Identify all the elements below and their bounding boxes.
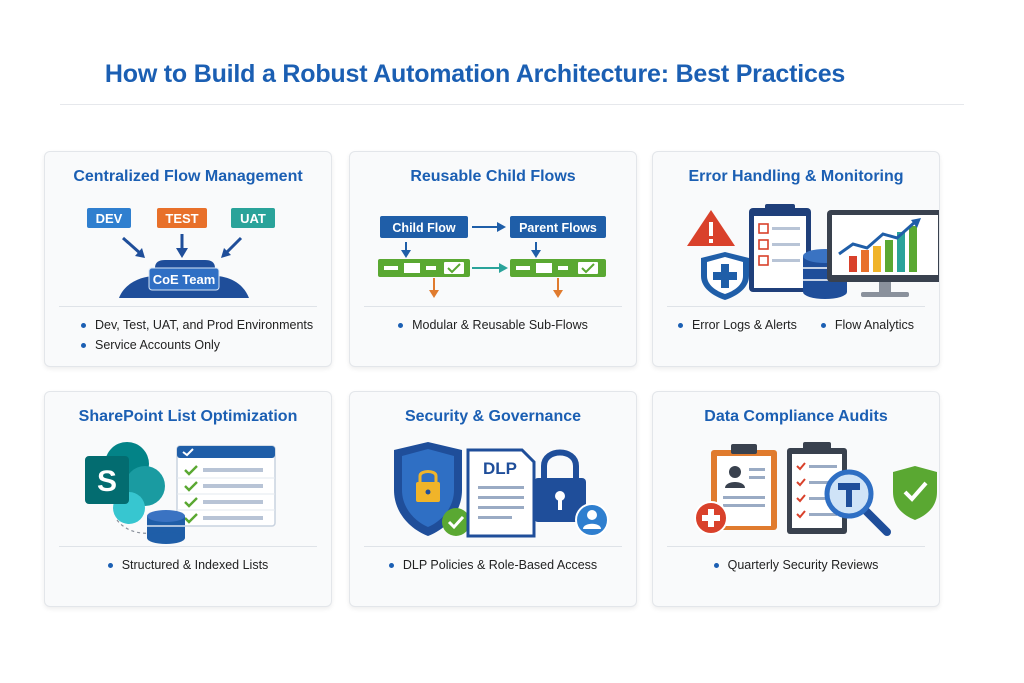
uat-tag-label: UAT bbox=[240, 211, 266, 226]
card-divider bbox=[364, 306, 622, 307]
arrow-icon bbox=[401, 222, 541, 258]
check-badge-icon bbox=[442, 508, 470, 536]
card-error-handling-monitoring: Error Handling & Monitoring bbox=[652, 151, 940, 367]
card-title: Security & Governance bbox=[404, 408, 582, 425]
bullet-text: Flow Analytics bbox=[834, 318, 915, 332]
shield-plus-icon bbox=[701, 252, 749, 300]
card-reusable-child-flows: Reusable Child Flows Child Flow Parent F… bbox=[349, 151, 637, 367]
coe-team-label: CoE Team bbox=[153, 272, 216, 287]
card-bullets: Dev, Test, UAT, and Prod Environments Se… bbox=[45, 318, 331, 358]
child-flow-box bbox=[380, 216, 468, 238]
parent-flows-box bbox=[510, 216, 606, 238]
arrow-icon bbox=[472, 263, 508, 273]
card-data-compliance-audits: Data Compliance Audits bbox=[652, 391, 940, 607]
bullet-item: DLP Policies & Role-Based Access bbox=[388, 558, 598, 572]
bullet-dot bbox=[820, 322, 826, 328]
database-icon bbox=[147, 510, 185, 544]
card-title: Reusable Child Flows bbox=[410, 168, 576, 185]
card-security-governance: Security & Governance DLP bbox=[349, 391, 637, 607]
centralized-flow-illustration: DEV TEST UAT CoE Team bbox=[87, 208, 275, 298]
title-divider bbox=[60, 104, 964, 105]
card-centralized-flow-management: Centralized Flow Management DEV TEST UAT… bbox=[44, 151, 332, 367]
bullet-text: Quarterly Security Reviews bbox=[727, 558, 879, 572]
dlp-label: DLP bbox=[483, 459, 517, 478]
bullet-text: Modular & Reusable Sub-Flows bbox=[412, 318, 588, 332]
monitoring-illustration bbox=[687, 204, 939, 300]
bullet-text: Error Logs & Alerts bbox=[691, 318, 797, 332]
bullet-item: Service Accounts Only bbox=[81, 338, 331, 352]
monitor-chart-icon bbox=[827, 210, 939, 297]
bullet-text: Service Accounts Only bbox=[95, 338, 221, 352]
security-illustration: DLP bbox=[394, 442, 609, 538]
card-bullets: Error Logs & Alerts Flow Analytics bbox=[653, 318, 939, 338]
card-bullets: Modular & Reusable Sub-Flows bbox=[350, 318, 636, 338]
bullet-item: Structured & Indexed Lists bbox=[107, 558, 269, 572]
parent-flows-label: Parent Flows bbox=[519, 221, 597, 235]
arrow-icon bbox=[122, 234, 243, 258]
bullet-dot bbox=[398, 322, 404, 328]
card-divider bbox=[667, 306, 925, 307]
bullet-dot bbox=[81, 322, 86, 328]
dlp-document-icon: DLP bbox=[466, 448, 536, 538]
bullet-dot bbox=[713, 562, 719, 568]
user-badge-icon bbox=[575, 503, 609, 537]
card-title: Centralized Flow Management bbox=[73, 168, 303, 185]
bullet-text: Dev, Test, UAT, and Prod Environments bbox=[95, 318, 314, 332]
flow-bar-right bbox=[510, 259, 606, 277]
flow-bar-left bbox=[378, 259, 470, 277]
card-title: Data Compliance Audits bbox=[704, 408, 888, 425]
sharepoint-illustration: S bbox=[85, 442, 276, 544]
bullet-text: DLP Policies & Role-Based Access bbox=[402, 558, 598, 572]
card-divider bbox=[364, 546, 622, 547]
card-divider bbox=[59, 306, 317, 307]
shield-check-icon bbox=[893, 466, 937, 520]
coe-label-box bbox=[148, 267, 220, 291]
sharepoint-logo-icon: S bbox=[85, 442, 165, 524]
bullet-item: Quarterly Security Reviews bbox=[713, 558, 879, 572]
magnifier-icon bbox=[824, 469, 891, 536]
bullet-dot bbox=[388, 562, 394, 568]
warning-icon bbox=[687, 210, 735, 246]
bullet-dot bbox=[81, 342, 86, 348]
bullet-dot bbox=[107, 562, 113, 568]
card-divider bbox=[59, 546, 317, 547]
checklist-icon bbox=[749, 204, 811, 292]
bullet-text: Structured & Indexed Lists bbox=[121, 558, 269, 572]
sharepoint-letter: S bbox=[97, 465, 117, 498]
child-flows-illustration: Child Flow Parent Flows bbox=[378, 216, 606, 298]
child-flow-label: Child Flow bbox=[392, 221, 455, 235]
shield-lock-icon bbox=[394, 442, 462, 536]
dev-tag-label: DEV bbox=[96, 211, 123, 226]
bullet-item: Modular & Reusable Sub-Flows bbox=[398, 318, 588, 332]
card-title: Error Handling & Monitoring bbox=[688, 168, 904, 185]
add-badge-icon bbox=[694, 501, 728, 535]
list-window-icon bbox=[176, 445, 276, 527]
test-tag bbox=[157, 208, 207, 228]
card-bullets: DLP Policies & Role-Based Access bbox=[350, 558, 636, 578]
card-title: SharePoint List Optimization bbox=[78, 408, 298, 425]
bullet-dot bbox=[677, 322, 683, 328]
card-divider bbox=[667, 546, 925, 547]
padlock-icon bbox=[534, 449, 586, 522]
profile-clipboard-icon bbox=[711, 444, 777, 530]
test-tag-label: TEST bbox=[165, 211, 198, 226]
card-sharepoint-list-optimization: SharePoint List Optimization S bbox=[44, 391, 332, 607]
compliance-illustration bbox=[694, 442, 937, 536]
bullet-item: Dev, Test, UAT, and Prod Environments bbox=[81, 318, 331, 332]
uat-tag bbox=[231, 208, 275, 228]
page-title: How to Build a Robust Automation Archite… bbox=[104, 60, 846, 88]
bullet-item: Flow Analytics bbox=[820, 318, 915, 332]
card-bullets: Quarterly Security Reviews bbox=[653, 558, 939, 578]
card-bullets: Structured & Indexed Lists bbox=[45, 558, 331, 578]
dev-tag bbox=[87, 208, 131, 228]
bullet-item: Error Logs & Alerts bbox=[677, 318, 797, 332]
arrow-icon bbox=[429, 278, 563, 298]
